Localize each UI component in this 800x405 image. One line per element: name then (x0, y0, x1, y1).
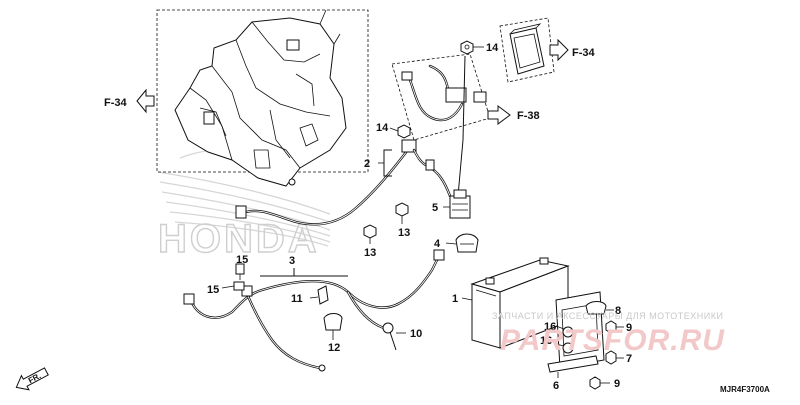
callout-bolt-9a: 9 (626, 322, 632, 334)
nut-7 (605, 350, 617, 365)
bolt-10 (382, 322, 397, 351)
watermark-logo: PARTSFOR.RU (500, 324, 725, 357)
callout-relay-5: 5 (432, 202, 438, 214)
callout-cable-3: 3 (289, 255, 295, 267)
callout-holder-6: 6 (553, 380, 559, 392)
front-direction-arrow: FR. (15, 367, 49, 391)
callout-cable-2: 2 (364, 158, 370, 170)
callout-nut-14a: 14 (486, 42, 499, 54)
battery-cable-2 (235, 139, 435, 226)
nut-13b (395, 202, 409, 217)
callout-cover-4: 4 (434, 238, 441, 250)
cushion-16a (562, 326, 574, 338)
nut-14-left (397, 124, 411, 139)
honda-watermark-text: HONDA (158, 217, 320, 261)
bolt-9a (605, 320, 617, 334)
nut-14-top (460, 40, 484, 55)
callout-cushion-16b: 16 (540, 335, 552, 347)
callout-bolt-10: 10 (410, 328, 422, 340)
cushion-16b (562, 342, 574, 354)
ref-arrow-f34-left: F-34 (104, 88, 155, 114)
callout-clip-15a: 15 (236, 254, 248, 266)
bracket-3 (260, 268, 348, 277)
cover-box (499, 17, 555, 83)
clip-11 (317, 285, 329, 305)
callout-nut-13b: 13 (398, 227, 410, 239)
callout-clip-11: 11 (291, 293, 303, 305)
callout-nut-13a: 13 (364, 247, 376, 259)
clip-12 (323, 313, 343, 331)
callout-band-8: 8 (615, 305, 621, 317)
ref-label-f34-right: F-34 (572, 47, 596, 59)
callout-cushion-16a: 16 (544, 321, 556, 333)
nut-13a (363, 224, 377, 239)
callout-bolt-9b: 9 (614, 378, 620, 390)
battery-cable-3 (183, 249, 445, 372)
clip-15b (233, 281, 245, 291)
watermark-caption: ЗАПЧАСТИ И АКСЕССУАРЫ ДЛЯ МОТОТЕХНИКИ (492, 311, 723, 321)
callout-clip-12: 12 (328, 342, 340, 354)
relay-cover (509, 23, 545, 75)
band-8 (585, 301, 607, 315)
callout-nut-14b: 14 (376, 122, 389, 134)
battery-1 (470, 257, 570, 349)
honda-wing-watermark (157, 147, 331, 247)
ref-label-f34-left: F-34 (104, 97, 128, 109)
diagram-code: MJR4F3700A (720, 385, 770, 394)
ref-label-f38: F-38 (517, 110, 540, 122)
bolt-9b (589, 376, 601, 390)
relay-mount-lead (457, 55, 466, 197)
battery-tray-assembly (174, 9, 347, 187)
callout-nut-7: 7 (626, 353, 632, 365)
terminal-cover-4 (455, 233, 479, 253)
ref-arrow-f38: F-38 (487, 105, 540, 125)
relay-wire-harness (401, 64, 487, 122)
tray-assembly-box (156, 9, 369, 173)
callout-battery-1: 1 (452, 293, 458, 305)
callout-clip-15b: 15 (207, 284, 219, 296)
ref-arrow-f34-right: F-34 (549, 38, 596, 62)
